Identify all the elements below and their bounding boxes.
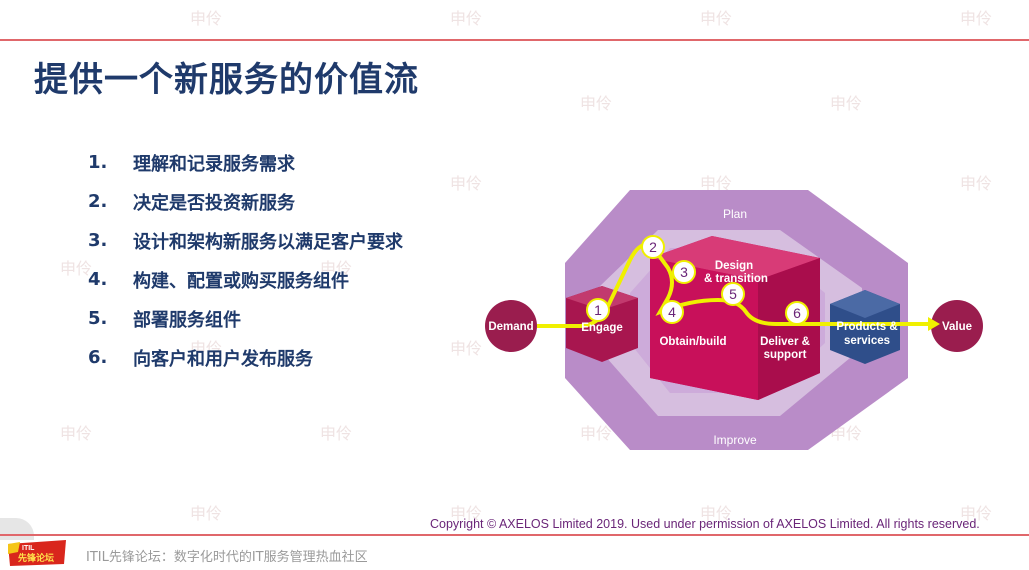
list-item-text: 构建、配置或购买服务组件 xyxy=(133,270,349,292)
watermark: 申伶 xyxy=(700,504,733,523)
design-label-line2: & transition xyxy=(704,273,768,285)
step-circle-2 xyxy=(641,235,665,259)
list-item-text: 理解和记录服务需求 xyxy=(133,153,295,175)
watermark: 申伶 xyxy=(580,424,613,443)
step-circle-5 xyxy=(721,282,745,306)
step-number-3: 3 xyxy=(680,264,688,280)
step-circle-1 xyxy=(586,298,610,322)
svg-text:ITIL: ITIL xyxy=(22,545,35,552)
step-number-4: 4 xyxy=(668,304,676,320)
steps-list: 1. 理解和记录服务需求 2. 决定是否投资新服务 3. 设计和架构新服务以满足… xyxy=(88,143,403,377)
watermark: 申伶 xyxy=(190,339,223,358)
step-number-1: 1 xyxy=(594,302,602,318)
list-item: 5. 部署服务组件 xyxy=(88,299,403,338)
page-fold-corner xyxy=(0,518,34,540)
list-item: 6. 向客户和用户发布服务 xyxy=(88,338,403,377)
design-label-line1: Design xyxy=(715,260,753,272)
list-item-text: 设计和架构新服务以满足客户要求 xyxy=(133,231,403,253)
watermark: 申伶 xyxy=(960,174,993,193)
demand-label: Demand xyxy=(488,321,533,333)
step-number-6: 6 xyxy=(793,305,801,321)
products-label-line2: services xyxy=(844,335,890,347)
step-circle-3 xyxy=(672,260,696,284)
value-stream-arrowhead xyxy=(928,317,940,331)
watermark: 申伶 xyxy=(320,259,353,278)
watermark: 申伶 xyxy=(700,9,733,28)
list-item-number: 4. xyxy=(88,269,108,290)
list-item-text: 向客户和用户发布服务 xyxy=(133,348,313,370)
products-label-line1: Products & xyxy=(836,321,897,333)
watermark: 申伶 xyxy=(450,339,483,358)
cube-side xyxy=(758,258,820,400)
step-number-5: 5 xyxy=(729,286,737,302)
list-item-text: 部署服务组件 xyxy=(133,309,241,331)
watermark: 申伶 xyxy=(450,504,483,523)
improve-label: Improve xyxy=(713,433,757,447)
watermark: 申伶 xyxy=(320,424,353,443)
watermark: 申伶 xyxy=(700,174,733,193)
watermark: 申伶 xyxy=(60,424,93,443)
step-circle-4 xyxy=(660,300,684,324)
watermark: 申伶 xyxy=(190,504,223,523)
watermark: 申伶 xyxy=(960,9,993,28)
watermark: 申伶 xyxy=(190,9,223,28)
plan-label: Plan xyxy=(723,207,747,221)
list-item: 2. 决定是否投资新服务 xyxy=(88,182,403,221)
page-title: 提供一个新服务的价值流 xyxy=(34,60,419,100)
engage-shape-top xyxy=(566,286,638,310)
list-item: 1. 理解和记录服务需求 xyxy=(88,143,403,182)
watermark: 申伶 xyxy=(60,259,93,278)
list-item-number: 3. xyxy=(88,230,108,251)
demand-circle xyxy=(485,300,537,352)
list-item: 3. 设计和架构新服务以满足客户要求 xyxy=(88,221,403,260)
value-chain-diagram: 1 2 3 4 5 6 Plan Improve Demand Engage D… xyxy=(485,190,983,450)
copyright-notice: Copyright © AXELOS Limited 2019. Used un… xyxy=(430,517,980,531)
watermark: 申伶 xyxy=(960,504,993,523)
cube-top xyxy=(650,236,820,280)
list-item-number: 2. xyxy=(88,191,108,212)
list-item-number: 5. xyxy=(88,308,108,329)
top-rule xyxy=(0,39,1029,41)
list-item: 4. 构建、配置或购买服务组件 xyxy=(88,260,403,299)
value-circle xyxy=(931,300,983,352)
deliver-label-line1: Deliver & xyxy=(760,336,810,348)
list-item-text: 决定是否投资新服务 xyxy=(133,192,295,214)
footer-community-text: ITIL先锋论坛：数字化时代的IT服务管理热血社区 xyxy=(86,550,368,565)
watermark: 申伶 xyxy=(580,94,613,113)
step-number-2: 2 xyxy=(649,239,657,255)
obtain-label: Obtain/build xyxy=(659,336,726,348)
deliver-label-line2: support xyxy=(764,349,807,361)
bottom-rule xyxy=(0,534,1029,536)
list-item-number: 6. xyxy=(88,347,108,368)
watermark: 申伶 xyxy=(450,174,483,193)
step-circle-6 xyxy=(785,301,809,325)
engage-label: Engage xyxy=(581,322,623,334)
watermark: 申伶 xyxy=(830,94,863,113)
engage-shape xyxy=(566,286,638,362)
list-item-number: 1. xyxy=(88,152,108,173)
value-label: Value xyxy=(942,321,972,333)
watermark: 申伶 xyxy=(830,424,863,443)
watermark: 申伶 xyxy=(450,9,483,28)
products-shape-top xyxy=(830,290,900,318)
itil-forum-logo: ITIL 先锋论坛 xyxy=(8,540,66,566)
svg-text:先锋论坛: 先锋论坛 xyxy=(18,552,54,563)
